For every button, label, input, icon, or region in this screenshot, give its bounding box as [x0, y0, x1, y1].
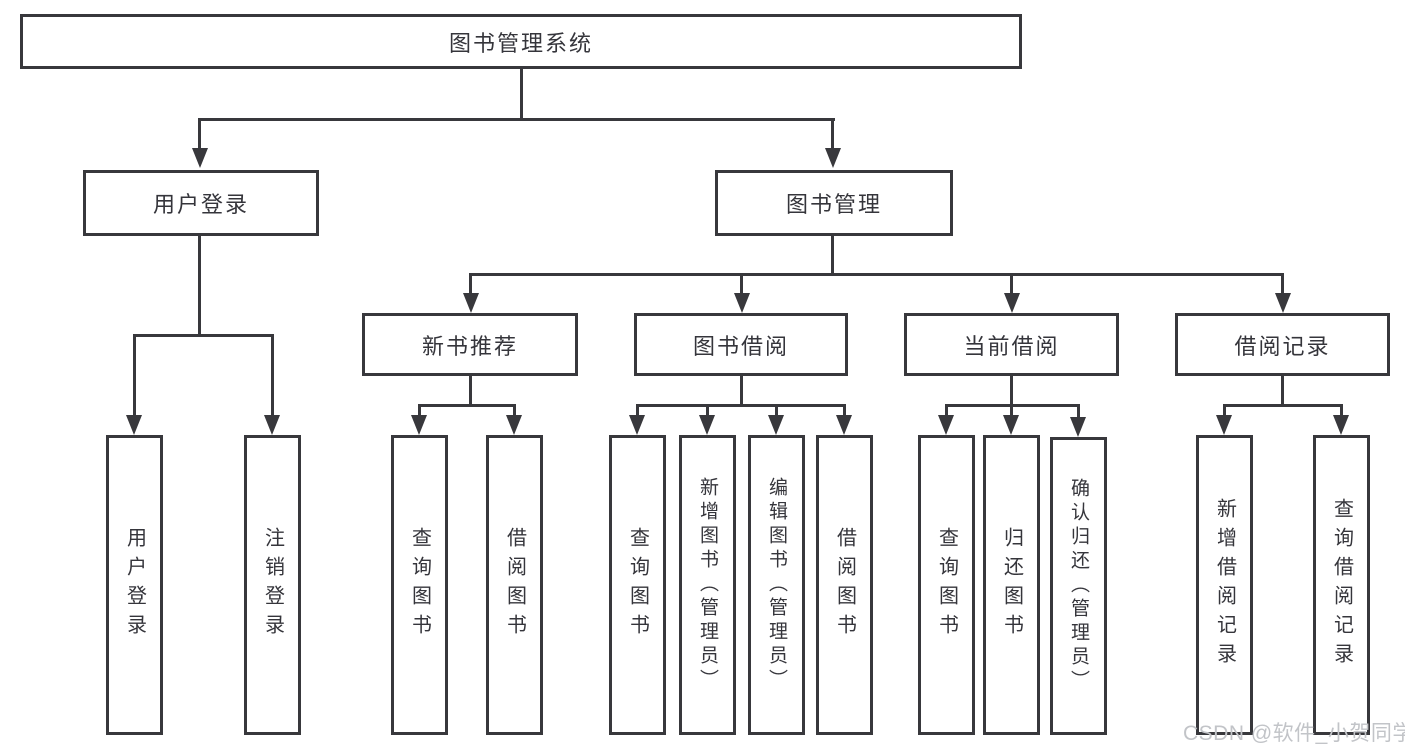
connector-line — [831, 236, 834, 273]
connector-line — [469, 376, 472, 407]
connector-line — [831, 118, 834, 150]
leaf-current-query-books: 查询图书 — [918, 435, 975, 735]
node-new-book-recommend: 新书推荐 — [362, 313, 578, 376]
node-book-management: 图书管理 — [715, 170, 953, 236]
leaf-recommend-query-books: 查询图书 — [391, 435, 448, 735]
leaf-current-return-books: 归还图书 — [983, 435, 1040, 735]
arrowhead-down-icon — [1216, 415, 1232, 435]
leaf-recommend-borrow-books-label: 借阅图书 — [503, 527, 526, 643]
connector-line — [1077, 404, 1080, 419]
connector-line — [636, 404, 639, 417]
node-current-borrow: 当前借阅 — [904, 313, 1119, 376]
connector-line — [271, 334, 274, 417]
connector-line — [740, 376, 743, 407]
arrowhead-down-icon — [411, 415, 427, 435]
arrowhead-down-icon — [506, 415, 522, 435]
arrowhead-down-icon — [264, 415, 280, 435]
arrowhead-down-icon — [938, 415, 954, 435]
connector-line — [469, 273, 472, 295]
leaf-user-login: 用户登录 — [106, 435, 163, 735]
connector-line — [198, 118, 201, 150]
arrowhead-down-icon — [699, 415, 715, 435]
leaf-current-confirm-return-admin: 确认归还（管理员） — [1050, 437, 1107, 735]
connector-line — [133, 334, 274, 337]
connector-line — [1340, 404, 1343, 417]
connector-line — [198, 236, 201, 336]
node-book-borrow-label: 图书借阅 — [692, 333, 789, 359]
leaf-record-query-label: 查询借阅记录 — [1330, 498, 1353, 672]
arrowhead-down-icon — [1275, 293, 1291, 313]
connector-line — [520, 69, 523, 118]
node-book-management-label: 图书管理 — [785, 192, 882, 217]
arrowhead-down-icon — [768, 415, 784, 435]
leaf-borrow-edit-books-admin-label: 编辑图书（管理员） — [766, 477, 787, 693]
connector-line — [706, 404, 709, 417]
leaf-user-login-label: 用户登录 — [123, 527, 146, 643]
connector-line — [1010, 404, 1013, 417]
leaf-logout-label: 注销登录 — [261, 527, 284, 643]
leaf-recommend-borrow-books: 借阅图书 — [486, 435, 543, 735]
arrowhead-down-icon — [825, 148, 841, 168]
connector-line — [1010, 273, 1013, 295]
leaf-record-add-label: 新增借阅记录 — [1213, 498, 1236, 672]
connector-line — [775, 404, 778, 417]
csdn-watermark: CSDN @软件_小贺同学 — [1183, 722, 1405, 745]
leaf-borrow-borrow-books-label: 借阅图书 — [833, 527, 856, 643]
arrowhead-down-icon — [1003, 415, 1019, 435]
leaf-current-return-books-label: 归还图书 — [1000, 527, 1023, 643]
leaf-record-query: 查询借阅记录 — [1313, 435, 1370, 735]
arrowhead-down-icon — [126, 415, 142, 435]
connector-line — [740, 273, 743, 295]
arrowhead-down-icon — [1070, 417, 1086, 437]
arrowhead-down-icon — [629, 415, 645, 435]
leaf-current-query-books-label: 查询图书 — [935, 527, 958, 643]
leaf-record-add: 新增借阅记录 — [1196, 435, 1253, 735]
connector-line — [418, 404, 516, 407]
node-borrow-records: 借阅记录 — [1175, 313, 1390, 376]
node-root-label: 图书管理系统 — [448, 30, 593, 56]
node-current-borrow-label: 当前借阅 — [963, 333, 1060, 359]
leaf-current-confirm-return-admin-label: 确认归还（管理员） — [1068, 478, 1089, 694]
connector-line — [1223, 404, 1343, 407]
arrowhead-down-icon — [463, 293, 479, 313]
connector-line — [636, 404, 846, 407]
leaf-borrow-edit-books-admin: 编辑图书（管理员） — [748, 435, 805, 735]
connector-line — [513, 404, 516, 417]
node-user-login: 用户登录 — [83, 170, 319, 236]
connector-line — [1223, 404, 1226, 417]
leaf-borrow-add-books-admin-label: 新增图书（管理员） — [697, 477, 718, 693]
node-new-book-recommend-label: 新书推荐 — [421, 333, 518, 359]
arrowhead-down-icon — [1333, 415, 1349, 435]
leaf-borrow-query-books-label: 查询图书 — [626, 527, 649, 643]
connector-line — [199, 118, 835, 121]
leaf-logout: 注销登录 — [244, 435, 301, 735]
connector-line — [843, 404, 846, 417]
leaf-borrow-borrow-books: 借阅图书 — [816, 435, 873, 735]
arrowhead-down-icon — [734, 293, 750, 313]
connector-line — [945, 404, 948, 417]
node-book-borrow: 图书借阅 — [634, 313, 848, 376]
arrowhead-down-icon — [836, 415, 852, 435]
leaf-borrow-add-books-admin: 新增图书（管理员） — [679, 435, 736, 735]
node-borrow-records-label: 借阅记录 — [1234, 333, 1331, 359]
node-user-login-label: 用户登录 — [152, 192, 249, 217]
leaf-recommend-query-books-label: 查询图书 — [408, 527, 431, 643]
connector-line — [1281, 376, 1284, 407]
connector-line — [1281, 273, 1284, 295]
arrowhead-down-icon — [1004, 293, 1020, 313]
leaf-borrow-query-books: 查询图书 — [609, 435, 666, 735]
arrowhead-down-icon — [192, 148, 208, 168]
connector-line — [1010, 376, 1013, 407]
node-root: 图书管理系统 — [20, 14, 1022, 69]
connector-line — [418, 404, 421, 417]
connector-line — [469, 273, 1284, 276]
connector-line — [133, 334, 136, 417]
